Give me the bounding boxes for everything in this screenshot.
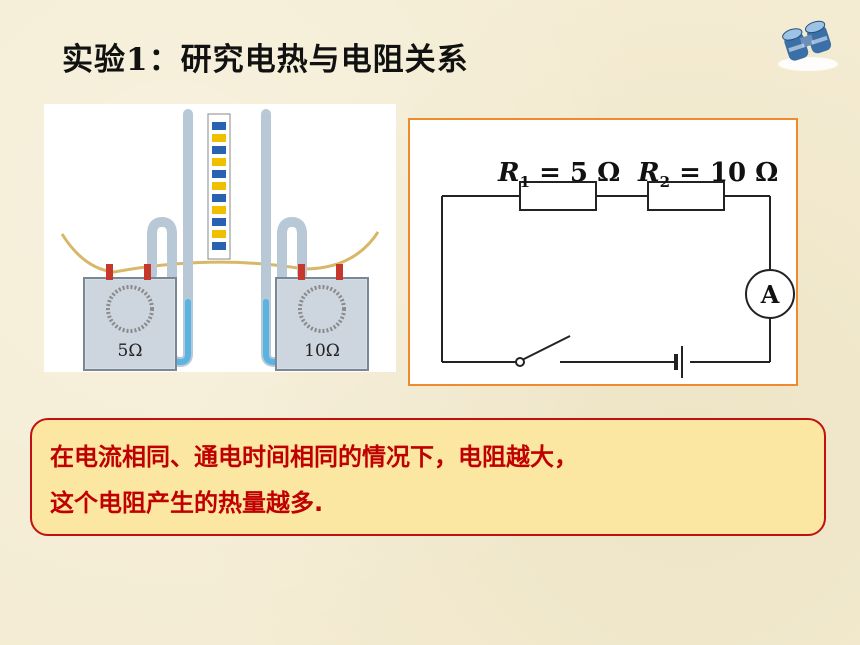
- page-title: 实验1：研究电热与电阻关系: [62, 42, 469, 78]
- r2-label: R2 = 10 Ω: [638, 158, 778, 191]
- binoculars-icon: [778, 20, 838, 71]
- r2-symbol: R: [638, 158, 660, 188]
- r1-symbol: R: [498, 158, 520, 188]
- conclusion-line-2: 这个电阻产生的热量越多.: [50, 489, 324, 517]
- r1-label: R1 = 5 Ω: [498, 158, 620, 191]
- r1-value: = 5 Ω: [530, 158, 621, 188]
- left-resistor-label: 5Ω: [118, 341, 143, 361]
- r2-subscript: 2: [659, 173, 671, 192]
- circuit-diagram: A R1 = 5 Ω R2 = 10 Ω: [408, 118, 798, 386]
- conclusion-box: 在电流相同、通电时间相同的情况下，电阻越大， 这个电阻产生的热量越多.: [30, 418, 826, 536]
- circuit-wires: A: [441, 181, 795, 378]
- r1-subscript: 1: [519, 173, 531, 192]
- ammeter-label: A: [760, 280, 780, 309]
- right-resistor-label: 10Ω: [304, 341, 340, 361]
- apparatus-illustration: 5Ω 10Ω: [60, 109, 380, 371]
- switch: [521, 335, 571, 361]
- experiment-apparatus: 5Ω 10Ω: [44, 104, 396, 372]
- conclusion-line-1: 在电流相同、通电时间相同的情况下，电阻越大，: [50, 443, 578, 471]
- r2-value: = 10 Ω: [670, 158, 779, 188]
